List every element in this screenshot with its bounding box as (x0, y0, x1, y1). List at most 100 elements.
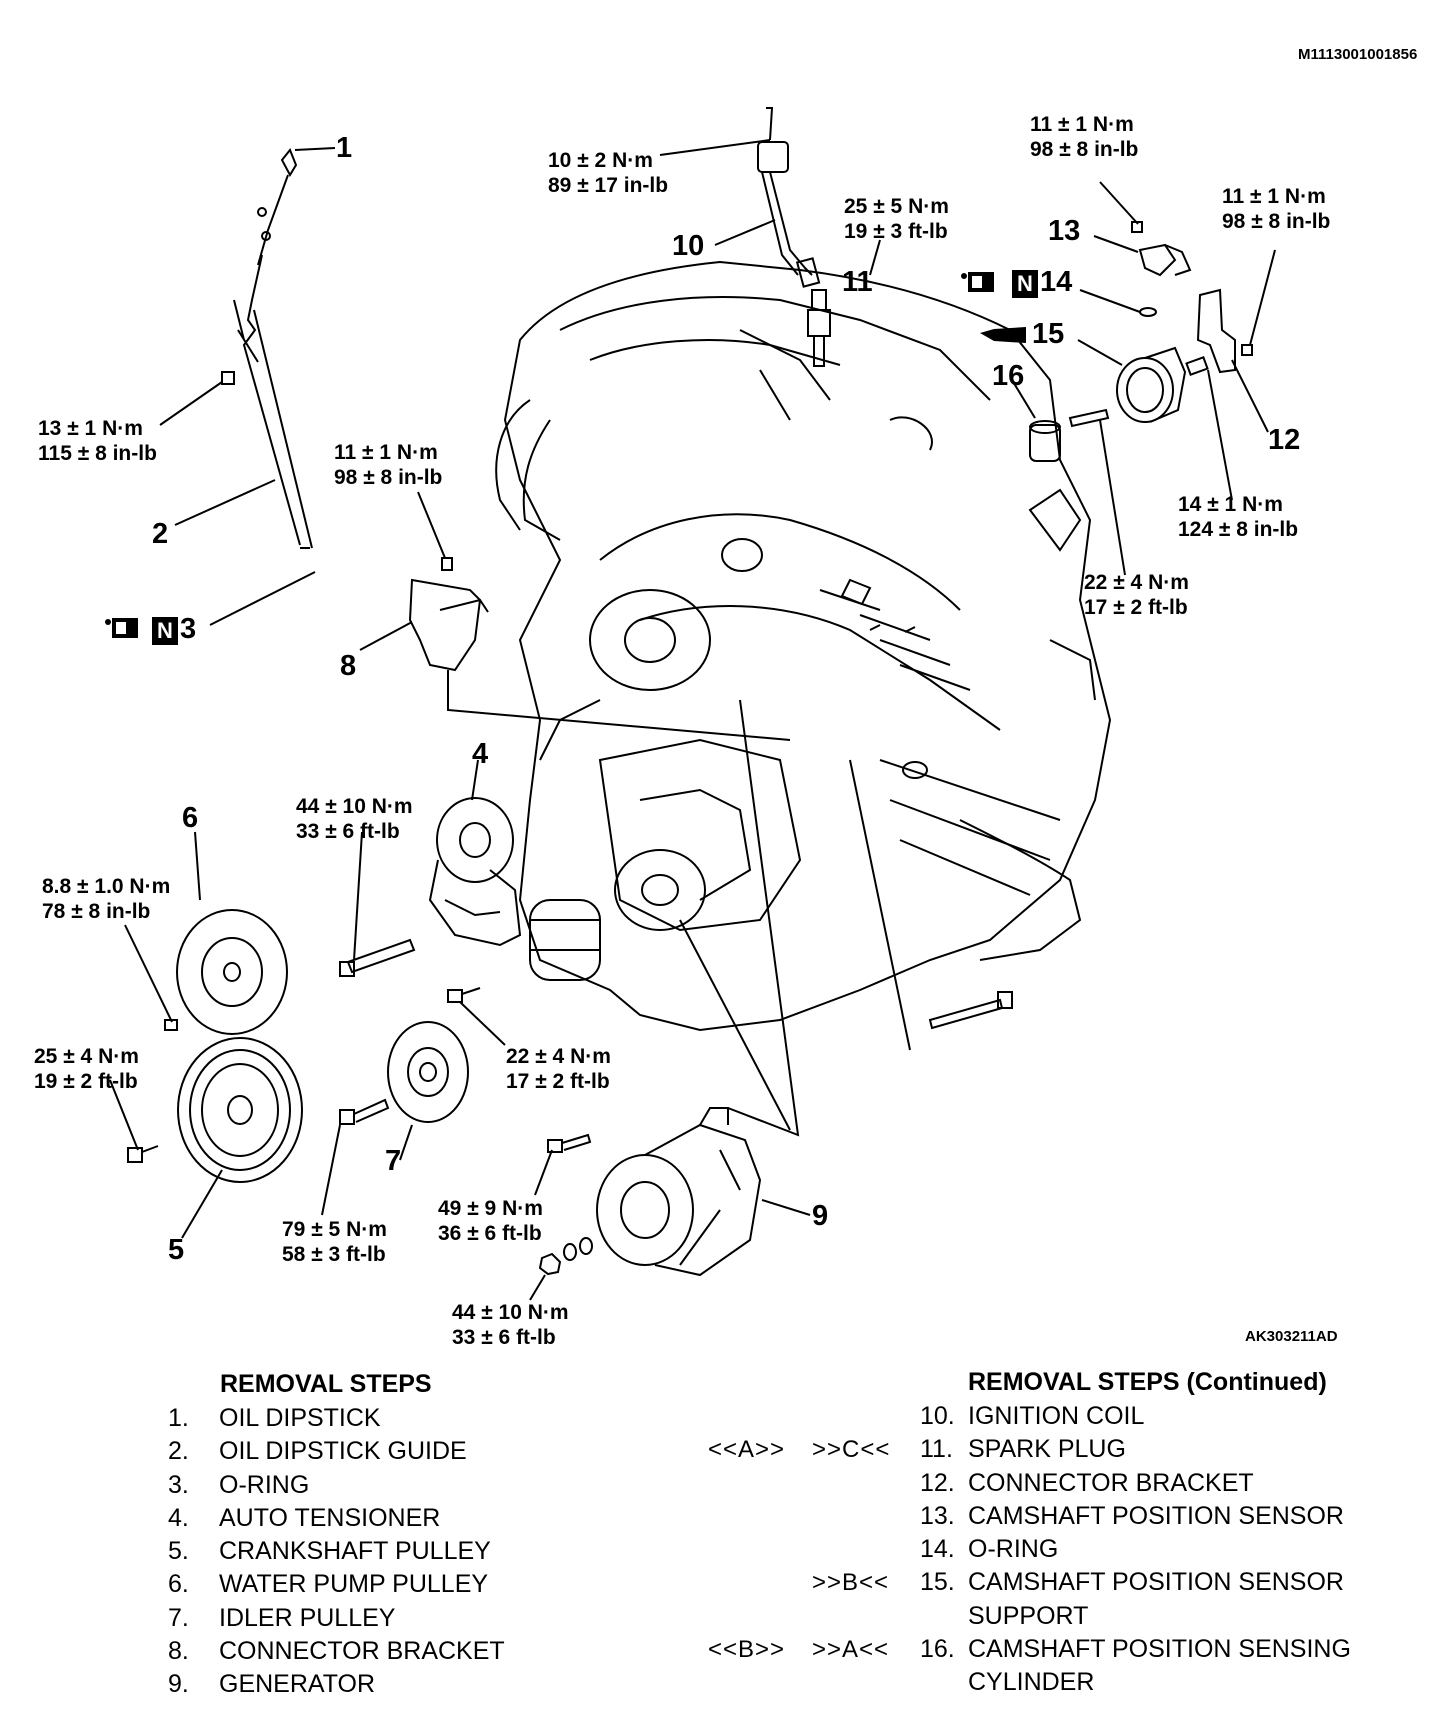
removal-steps-continued-title: REMOVAL STEPS (Continued) (968, 1368, 1327, 1396)
pump-pulley-bolt-icon (164, 1019, 178, 1031)
leader-8 (359, 621, 413, 651)
figure-id: M1113001001856 (1298, 46, 1418, 63)
callout-8: 8 (340, 650, 357, 682)
idler-pulley (387, 1021, 469, 1123)
leader-25nm (109, 1079, 139, 1151)
leader-16 (1011, 379, 1036, 419)
list-item: 1.OIL DIPSTICK (168, 1404, 381, 1432)
leader-1 (294, 147, 336, 151)
removal-steps-title: REMOVAL STEPS (220, 1370, 432, 1398)
leader-3 (209, 571, 316, 626)
camshaft-position-sensing-cylinder (1029, 408, 1110, 462)
n-box-icon: N (1012, 270, 1038, 298)
leader-8-8nm (124, 924, 173, 1023)
callout-16: 16 (992, 360, 1025, 392)
leader-11nm-8 (417, 491, 446, 559)
leader-11nm-12 (1249, 249, 1276, 346)
leader-15 (1077, 339, 1123, 366)
list-item: 3.O-RING (168, 1470, 310, 1499)
list-item: 13.CAMSHAFT POSITION SENSOR (920, 1501, 1344, 1530)
list-item: 12.CONNECTOR BRACKET (920, 1468, 1254, 1497)
leader-9-engine (727, 699, 800, 1137)
engine-assembly (495, 260, 1112, 1032)
callout-6: 6 (182, 802, 199, 834)
art-id: AK303211AD (1245, 1328, 1338, 1345)
connector-bracket-right (1196, 288, 1253, 374)
spark-plug (807, 289, 831, 367)
leader-11nm (869, 239, 881, 276)
callout-7: 7 (385, 1145, 402, 1177)
generator (596, 1107, 762, 1277)
idler-bolt (339, 1098, 390, 1125)
list-item: 5.CRANKSHAFT PULLEY (168, 1537, 491, 1566)
callout-1: 1 (336, 132, 353, 164)
leader-14nm (1207, 369, 1233, 501)
callout-15: 15 (1032, 318, 1065, 350)
list-item: 9.GENERATOR (168, 1670, 376, 1699)
n-box-icon: N (152, 617, 178, 645)
leader-22nm-left (459, 1001, 506, 1046)
list-item: 7.IDLER PULLEY (168, 1603, 396, 1632)
leader-11nm-13 (1099, 181, 1139, 225)
leader-7 (399, 1124, 413, 1161)
leader-2 (174, 479, 276, 526)
leader-79nm (321, 1124, 341, 1216)
leader-44nm-generator (529, 1274, 546, 1301)
callout-14: 14 (1040, 266, 1073, 298)
leader-10 (714, 219, 776, 246)
leader-5 (181, 1169, 223, 1239)
grease-icon-14 (961, 272, 994, 292)
callout-10: 10 (672, 230, 705, 262)
callout-12: 12 (1268, 424, 1301, 456)
leader-generator-engine (679, 919, 791, 1131)
auto-tensioner (428, 797, 522, 947)
callout-9: 9 (812, 1200, 829, 1232)
leader-8-engine (447, 670, 791, 741)
connector-bracket-left (408, 557, 489, 672)
generator-nut-washers (538, 1237, 593, 1276)
removal-steps-list: 1.OIL DIPSTICK 2.OIL DIPSTICK GUIDE 3.O-… (168, 1402, 588, 1702)
list-item: <<B>>>>A<<16.CAMSHAFT POSITION SENSING (708, 1635, 1351, 1664)
list-item: >>B<<15.CAMSHAFT POSITION SENSOR (812, 1568, 1344, 1597)
list-item: 14.O-RING (920, 1535, 1059, 1564)
leader-4 (471, 759, 479, 801)
leader-9 (761, 1199, 811, 1216)
callout-4: 4 (472, 738, 489, 770)
callout-11: 11 (842, 266, 873, 298)
leader-bolt-engine (849, 759, 911, 1051)
callout-2: 2 (152, 518, 169, 550)
list-item: 2.OIL DIPSTICK GUIDE (168, 1437, 467, 1466)
leader-12 (1231, 359, 1269, 433)
list-item: SUPPORT (968, 1601, 1089, 1630)
grease-icon-3 (105, 618, 138, 638)
tensioner-lower-bolt (447, 987, 481, 1003)
leader-10nm (659, 139, 771, 156)
camshaft-position-sensor-support (1116, 346, 1209, 423)
leader-49nm (534, 1149, 553, 1196)
dipstick-bolt-icon (221, 371, 235, 385)
list-item: 6.WATER PUMP PULLEY (168, 1570, 489, 1599)
list-item: 4.AUTO TENSIONER (168, 1503, 441, 1532)
leader-14 (1079, 289, 1141, 313)
list-item: <<A>>>>C<<11.SPARK PLUG (708, 1435, 1126, 1464)
leader-6 (194, 831, 201, 901)
leader-13 (1093, 235, 1139, 253)
exploded-view-diagram (105, 107, 1276, 1301)
list-item: CYLINDER (968, 1668, 1095, 1697)
